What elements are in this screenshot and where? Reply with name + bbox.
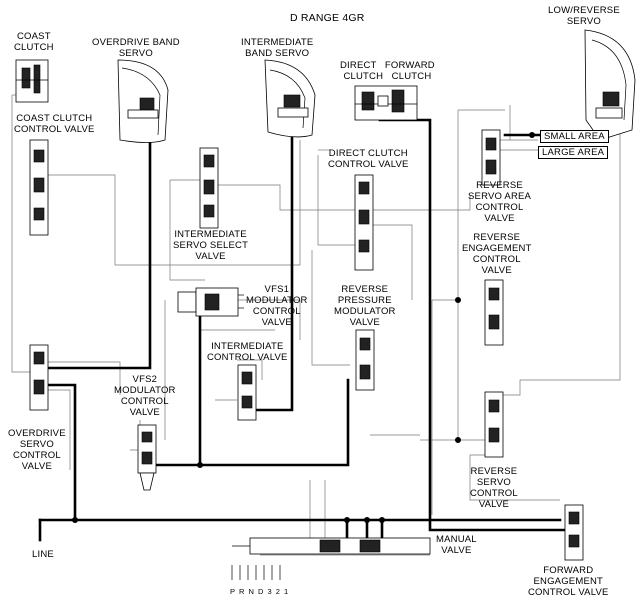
reverse-servo-control-valve-body <box>484 391 504 458</box>
direct-forward-clutch-label: DIRECT FORWARD CLUTCH CLUTCH <box>340 60 435 82</box>
reverse-servo-area-control-valve-label: REVERSE SERVO AREA CONTROL VALVE <box>468 180 532 224</box>
manual-valve-body <box>231 537 431 580</box>
reverse-engagement-control-valve-body <box>484 279 504 346</box>
vfs2-modulator-control-valve-body <box>137 424 157 491</box>
coast-clutch-control-valve-label: COAST CLUTCH CONTROL VALVE <box>14 113 95 135</box>
reverse-pressure-modulator-valve-body <box>355 329 375 391</box>
intermediate-band-servo-label: INTERMEDIATE BAND SERVO <box>241 37 314 59</box>
large-area-label: LARGE AREA <box>538 146 609 159</box>
coast-clutch-label: COAST CLUTCH <box>14 31 54 53</box>
intermediate-band-servo-component <box>264 59 316 138</box>
line-label: LINE <box>32 549 54 560</box>
forward-engagement-control-valve-label: FORWARD ENGAGEMENT CONTROL VALVE <box>528 565 609 598</box>
overdrive-band-servo-component <box>117 59 169 143</box>
intermediate-control-valve-label: INTERMEDIATE CONTROL VALVE <box>207 341 288 363</box>
intermediate-servo-select-valve-label: INTERMEDIATE SERVO SELECT VALVE <box>173 229 249 262</box>
prnd-label: P R N D 3 2 1 <box>230 587 290 596</box>
forward-engagement-control-valve-body <box>564 504 584 561</box>
vfs2-modulator-control-valve-label: VFS2 MODULATOR CONTROL VALVE <box>114 374 176 418</box>
low-reverse-servo-label: LOW/REVERSE SERVO <box>548 5 620 27</box>
direct-forward-clutch-component <box>354 85 418 121</box>
overdrive-servo-control-valve-body <box>29 344 49 411</box>
junction-dots <box>72 132 535 523</box>
overdrive-servo-control-valve-label: OVERDRIVE SERVO CONTROL VALVE <box>8 428 66 472</box>
small-area-label: SMALL AREA <box>540 130 609 143</box>
coast-clutch-component <box>15 59 49 103</box>
vfs1-modulator-control-valve-label: VFS1 MODULATOR CONTROL VALVE <box>246 284 308 328</box>
intermediate-control-valve-body <box>237 364 257 421</box>
intermediate-servo-select-valve-body <box>199 147 219 229</box>
vfs1-solenoid-body <box>177 287 244 317</box>
low-reverse-servo-component <box>584 29 636 141</box>
direct-clutch-control-valve-label: DIRECT CLUTCH CONTROL VALVE <box>328 148 409 170</box>
reverse-servo-area-control-valve-body <box>481 129 501 186</box>
diagram-title: D RANGE 4GR <box>290 12 365 24</box>
direct-clutch-control-valve-body <box>354 174 374 271</box>
overdrive-band-servo-label: OVERDRIVE BAND SERVO <box>92 37 180 59</box>
manual-valve-label: MANUAL VALVE <box>436 534 477 556</box>
thin-circuit-lines <box>11 94 621 560</box>
reverse-engagement-control-valve-label: REVERSE ENGAGEMENT CONTROL VALVE <box>462 232 532 276</box>
coast-clutch-control-valve-body <box>29 139 49 236</box>
reverse-pressure-modulator-valve-label: REVERSE PRESSURE MODULATOR VALVE <box>334 284 396 328</box>
reverse-servo-control-valve-label: REVERSE SERVO CONTROL VALVE <box>470 466 518 510</box>
